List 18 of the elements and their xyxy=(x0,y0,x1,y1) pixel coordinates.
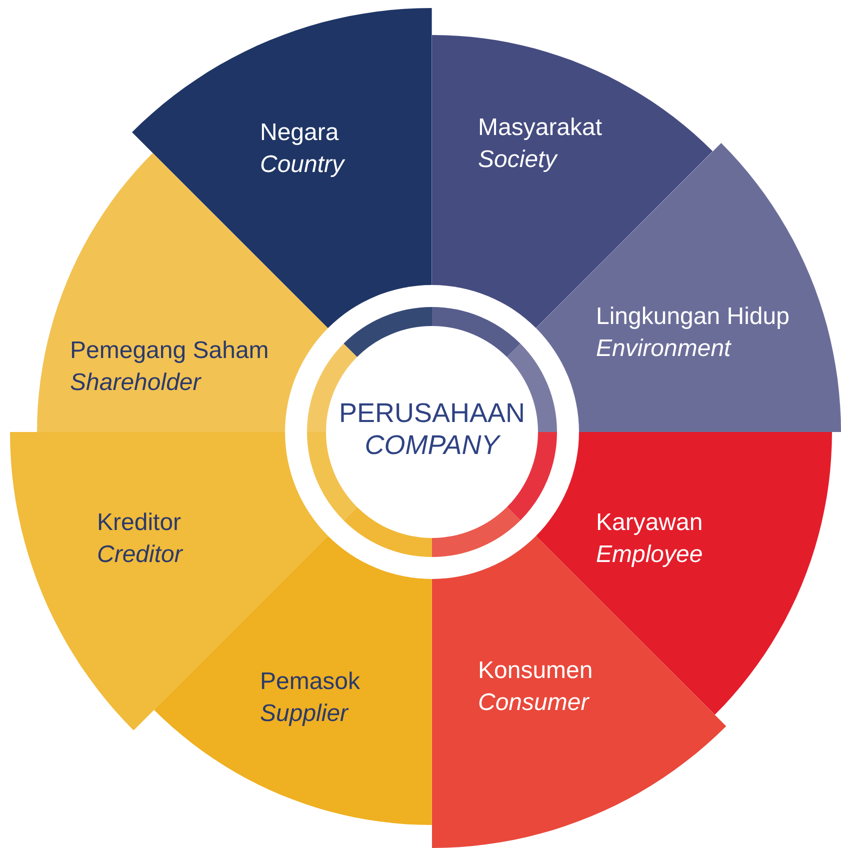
segment-translation: Environment xyxy=(596,334,731,364)
segment-translation: Creditor xyxy=(97,540,182,570)
segment-label: Kreditor xyxy=(97,508,182,538)
segment-label: Masyarakat xyxy=(478,113,602,143)
segment-translation: Society xyxy=(478,145,557,175)
segment-label: Konsumen xyxy=(478,656,593,686)
segment-translation: Shareholder xyxy=(70,368,201,398)
segment-label: Lingkungan Hidup xyxy=(596,302,790,332)
segment-translation: Employee xyxy=(596,540,703,570)
segment-translation: Country xyxy=(260,150,344,180)
segment-label: Pemegang Saham xyxy=(70,336,269,366)
segment-translation: Consumer xyxy=(478,688,589,718)
segment-translation: Supplier xyxy=(260,698,348,729)
segment-label: Negara xyxy=(260,118,339,148)
segment-label: PERUSAHAAN xyxy=(338,398,526,428)
segment-label: Pemasok xyxy=(260,666,360,697)
segment-translation: COMPANY xyxy=(364,430,502,460)
segment-label: Karyawan xyxy=(596,508,703,538)
